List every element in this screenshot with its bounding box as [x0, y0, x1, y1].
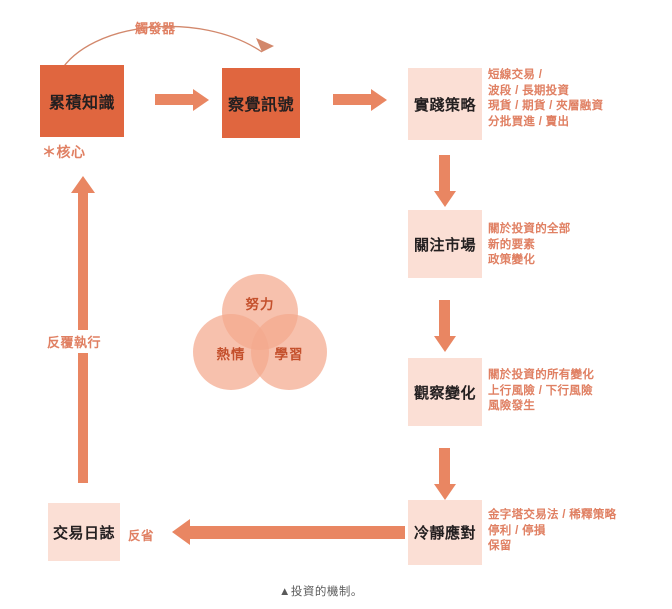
reflect-label: 反省: [128, 529, 155, 543]
node-watch-market[interactable]: 關注市場: [408, 210, 482, 278]
venn-diagram: [193, 274, 327, 390]
desc-calm-response: 金字塔交易法 / 稀釋策略 停利 / 停損 保留: [488, 509, 617, 552]
venn-label-top: 努力: [245, 297, 275, 312]
node-detect-signal[interactable]: 察覺訊號: [222, 68, 300, 138]
venn-circle-left: [193, 314, 269, 390]
core-label: ＊核心: [42, 144, 86, 160]
node-watch-market-label: 關注市場: [413, 236, 476, 254]
venn-label-right: 學習: [274, 347, 304, 362]
node-calm-response[interactable]: 冷靜應對: [408, 500, 482, 565]
node-calm-response-label: 冷靜應對: [413, 525, 476, 542]
node-accumulate-knowledge-label: 累積知識: [48, 95, 115, 112]
desc-practice-strategy: 短線交易 / 波段 / 長期投資 現貨 / 期貨 / 夾層融資 分批買進 / 賣…: [488, 69, 604, 128]
trigger-label: 觸發器: [135, 21, 176, 36]
node-detect-signal-label: 察覺訊號: [227, 97, 294, 114]
venn-circle-right: [251, 314, 327, 390]
figure-caption: ▲投資的機制。: [279, 586, 363, 598]
node-observe-change-label: 觀察變化: [413, 384, 476, 402]
node-practice-strategy-label: 實踐策略: [413, 96, 476, 114]
node-trading-journal[interactable]: 交易日誌: [48, 503, 120, 561]
desc-watch-market: 關於投資的全部 新的要素 政策變化: [488, 223, 571, 266]
node-trading-journal-label: 交易日誌: [52, 524, 115, 542]
venn-label-left: 熱情: [216, 347, 246, 362]
node-accumulate-knowledge[interactable]: 累積知識: [40, 65, 124, 137]
repeat-label: 反覆執行: [47, 330, 102, 353]
desc-observe-change: 關於投資的所有變化 上行風險 / 下行風險 風險發生: [488, 369, 595, 412]
node-practice-strategy[interactable]: 實踐策略: [408, 68, 482, 140]
node-observe-change[interactable]: 觀察變化: [408, 358, 482, 426]
